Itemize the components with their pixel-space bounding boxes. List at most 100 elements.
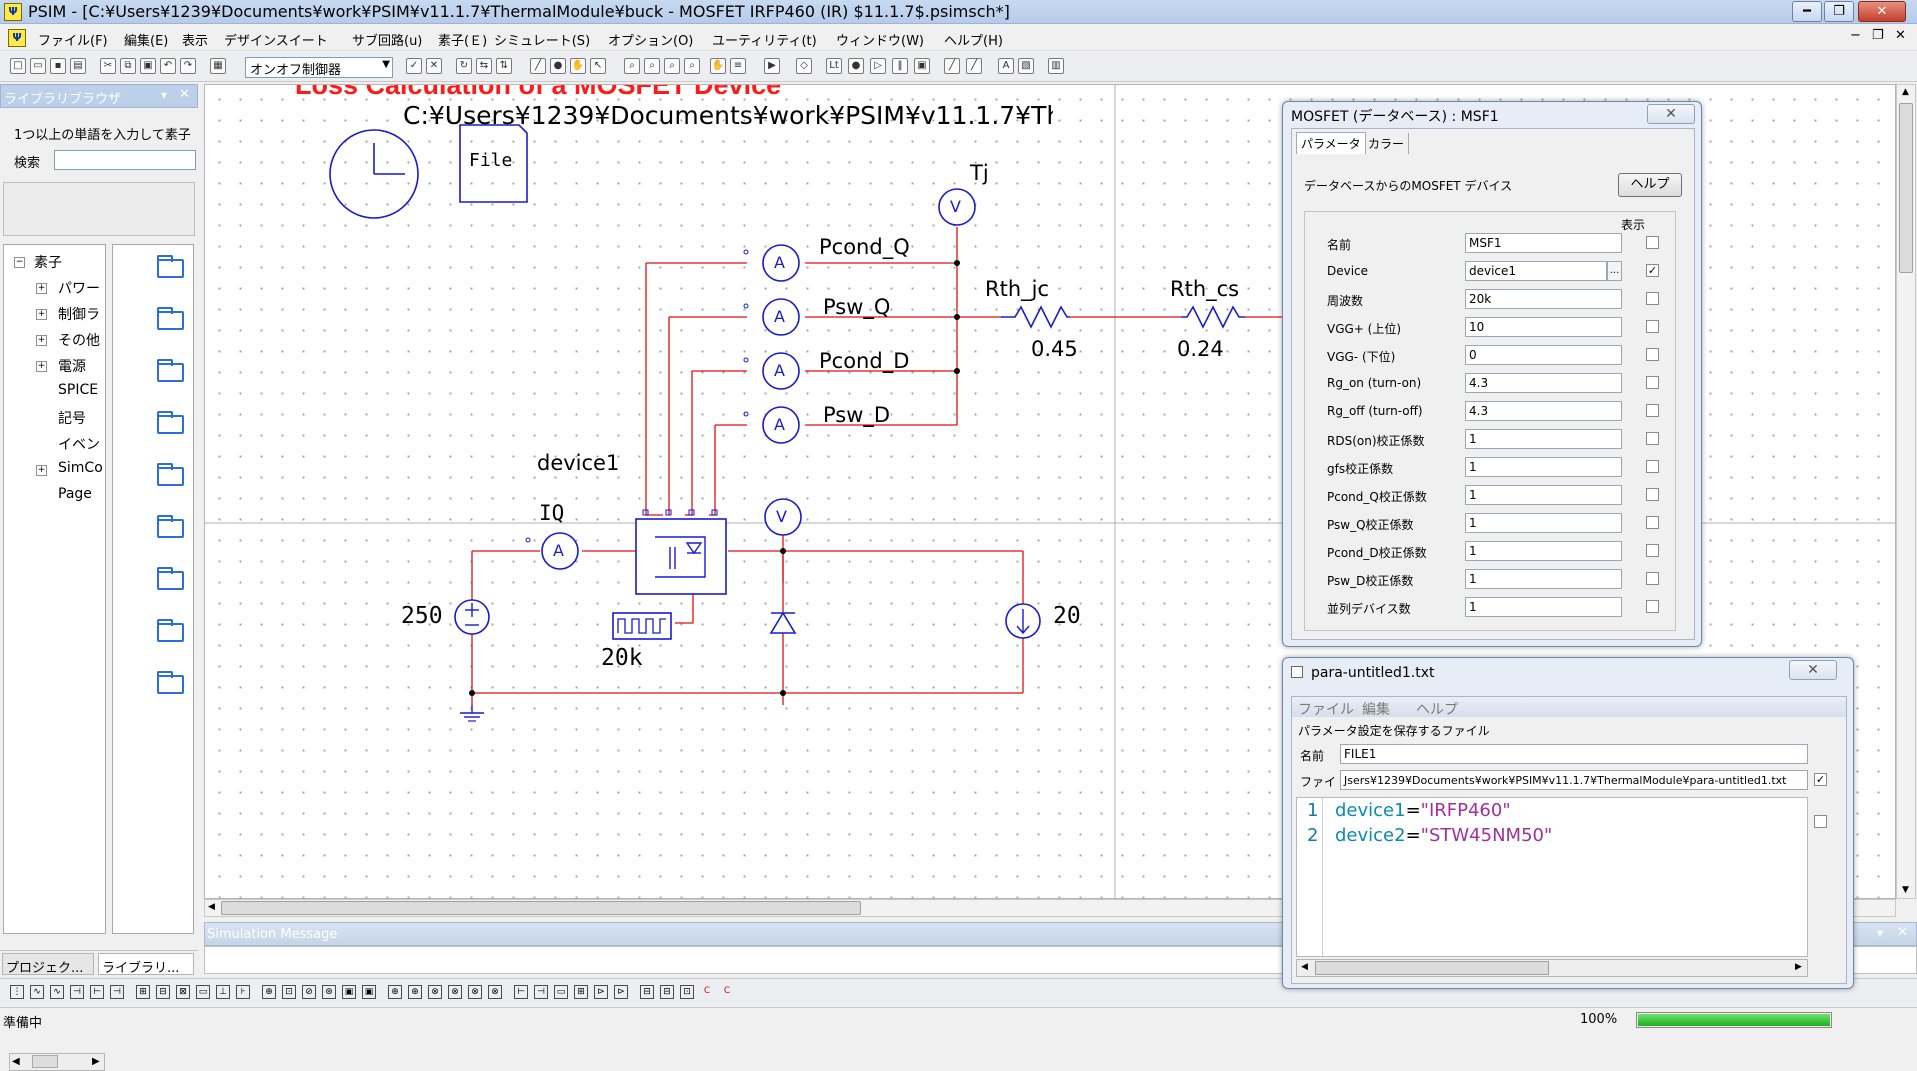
pause-icon[interactable]: ‖ xyxy=(892,58,908,74)
menu-utilities[interactable]: ユーティリティ(t) xyxy=(712,30,817,49)
element-tool-icon[interactable]: ▭ xyxy=(554,985,568,999)
folder-icon[interactable] xyxy=(157,519,184,538)
element-tool-icon[interactable]: ⊞ xyxy=(136,985,150,999)
editor-horizontal-scrollbar[interactable]: ◀ ▶ xyxy=(1296,959,1808,977)
element-tool-icon[interactable]: ∿ xyxy=(50,985,64,999)
library-icon[interactable]: ▥ xyxy=(1048,58,1064,74)
param-input[interactable]: 1 xyxy=(1465,513,1622,533)
rotate-icon[interactable]: ↻ xyxy=(456,58,472,74)
menu-subcircuit[interactable]: サブ回路(u) xyxy=(352,30,422,49)
display-checkbox[interactable] xyxy=(1646,376,1659,389)
step-icon[interactable]: ▷ xyxy=(870,58,886,74)
clock-icon[interactable] xyxy=(330,130,418,218)
folder-icon[interactable] xyxy=(157,311,184,330)
element-tool-icon[interactable]: ⊕ xyxy=(408,985,422,999)
element-tool-icon[interactable]: ⊗ xyxy=(448,985,462,999)
dialog-close-button[interactable]: ✕ xyxy=(1789,660,1837,680)
text-icon[interactable]: A xyxy=(998,58,1014,74)
child-restore-icon[interactable]: ❐ xyxy=(1872,28,1884,43)
new-file-icon[interactable]: □ xyxy=(10,58,26,74)
element-tool-icon[interactable]: ⊥ xyxy=(216,985,230,999)
ammeter-psw-d[interactable] xyxy=(744,407,799,443)
tree-item-spice[interactable]: SPICE xyxy=(58,382,98,398)
ammeter-psw-q[interactable] xyxy=(744,299,799,335)
library-close-icon[interactable]: ✕ xyxy=(179,87,190,102)
maximize-button[interactable]: ❐ xyxy=(1824,1,1854,22)
editor-scroll-thumb[interactable] xyxy=(1315,961,1549,975)
element-tool-icon[interactable]: ⊢ xyxy=(514,985,528,999)
display-checkbox[interactable] xyxy=(1646,320,1659,333)
param-input[interactable]: 10 xyxy=(1465,317,1622,337)
zoom-area-icon[interactable]: ⌕ xyxy=(684,58,700,74)
menu-view[interactable]: 表示 xyxy=(182,30,208,49)
element-tool-icon[interactable]: ∿ xyxy=(30,985,44,999)
tree-item-simcoupler[interactable]: SimCo xyxy=(58,460,103,476)
element-tool-icon[interactable]: ⊳ xyxy=(594,985,608,999)
redo-icon[interactable]: ↷ xyxy=(180,58,196,74)
print-icon[interactable]: ▤ xyxy=(70,58,86,74)
display-checkbox[interactable] xyxy=(1646,600,1659,613)
ground-icon[interactable] xyxy=(460,705,484,721)
param-input[interactable]: device1 xyxy=(1465,261,1607,281)
name-input[interactable]: FILE1 xyxy=(1340,744,1808,764)
display-checkbox[interactable] xyxy=(1646,348,1659,361)
element-combo[interactable]: オンオフ制御器▼ xyxy=(245,57,393,78)
element-tool-icon[interactable]: ⊗ xyxy=(488,985,502,999)
tree-expand-icon[interactable]: + xyxy=(36,309,47,320)
tree-item-control[interactable]: 制御ラ xyxy=(58,304,100,324)
current-source-icon[interactable] xyxy=(1006,604,1040,638)
save-icon[interactable]: ▪ xyxy=(50,58,66,74)
tab-parameters[interactable]: パラメータ xyxy=(1296,132,1366,154)
tree-item-elements[interactable]: 素子 xyxy=(34,252,62,272)
file-path-input[interactable]: Jsers¥1239¥Documents¥work¥PSIM¥v11.1.7¥T… xyxy=(1340,770,1808,790)
element-tool-icon[interactable]: ⊛ xyxy=(322,985,336,999)
display-checkbox[interactable] xyxy=(1646,544,1659,557)
vertical-scroll-thumb[interactable] xyxy=(1899,103,1913,273)
check-icon[interactable]: ✓ xyxy=(406,58,422,74)
display-checkbox[interactable] xyxy=(1646,488,1659,501)
element-tool-icon[interactable]: ⊡ xyxy=(282,985,296,999)
element-tool-icon[interactable]: ⊕ xyxy=(388,985,402,999)
psim-app-icon[interactable]: Ψ xyxy=(4,3,22,21)
tree-expand-icon[interactable]: + xyxy=(36,465,47,476)
open-file-icon[interactable]: ▭ xyxy=(30,58,46,74)
element-tool-icon[interactable]: ▣ xyxy=(342,985,356,999)
menu-simulate[interactable]: シミュレート(S) xyxy=(494,30,590,49)
param-input[interactable]: 1 xyxy=(1465,457,1622,477)
element-tool-icon[interactable]: ⊟ xyxy=(660,985,674,999)
display-checkbox[interactable] xyxy=(1646,460,1659,473)
pan-icon[interactable]: ✋ xyxy=(570,58,586,74)
simview-icon[interactable]: ◇ xyxy=(796,58,812,74)
element-tool-icon[interactable]: ⊣ xyxy=(70,985,84,999)
ammeter-pcond-d[interactable] xyxy=(744,353,799,389)
element-tool-icon[interactable]: ⊣ xyxy=(110,985,124,999)
display-checkbox[interactable] xyxy=(1646,236,1659,249)
folder-icon[interactable] xyxy=(157,675,184,694)
param-input[interactable]: MSF1 xyxy=(1465,233,1622,253)
element-tool-icon[interactable]: ▭ xyxy=(196,985,210,999)
mosfet-device-icon[interactable] xyxy=(636,510,726,594)
element-count-icon[interactable]: ≡ xyxy=(730,58,746,74)
cut-icon[interactable]: ✂ xyxy=(100,58,116,74)
param-input[interactable]: 20k xyxy=(1465,289,1622,309)
lt-icon[interactable]: Lt xyxy=(826,58,842,74)
element-tool-icon[interactable]: ⊠ xyxy=(176,985,190,999)
copy-icon[interactable]: ⧉ xyxy=(120,58,136,74)
undo-icon[interactable]: ↶ xyxy=(160,58,176,74)
close-button[interactable]: ✕ xyxy=(1858,1,1906,22)
display-checkbox[interactable]: ✓ xyxy=(1646,264,1659,277)
display-checkbox[interactable] xyxy=(1646,292,1659,305)
resistor-rth-cs[interactable] xyxy=(1181,307,1245,327)
folder-icon[interactable] xyxy=(157,623,184,642)
element-tool-icon[interactable]: ⊢ xyxy=(90,985,104,999)
help-button[interactable]: ヘルプ xyxy=(1618,173,1682,197)
menu-file[interactable]: ファイル(F) xyxy=(38,30,108,49)
scroll-left-icon[interactable]: ◀ xyxy=(1301,962,1308,972)
tree-item-symbols[interactable]: 記号 xyxy=(58,408,86,428)
diode-icon[interactable] xyxy=(771,613,795,633)
menu-help[interactable]: ヘルプ(H) xyxy=(944,30,1003,49)
menu-edit[interactable]: 編集(E) xyxy=(124,30,168,49)
calculator-icon[interactable]: ▦ xyxy=(210,58,226,74)
menu-elements[interactable]: 素子(Ｅ) xyxy=(438,30,487,49)
element-tool-icon[interactable]: ⊡ xyxy=(680,985,694,999)
